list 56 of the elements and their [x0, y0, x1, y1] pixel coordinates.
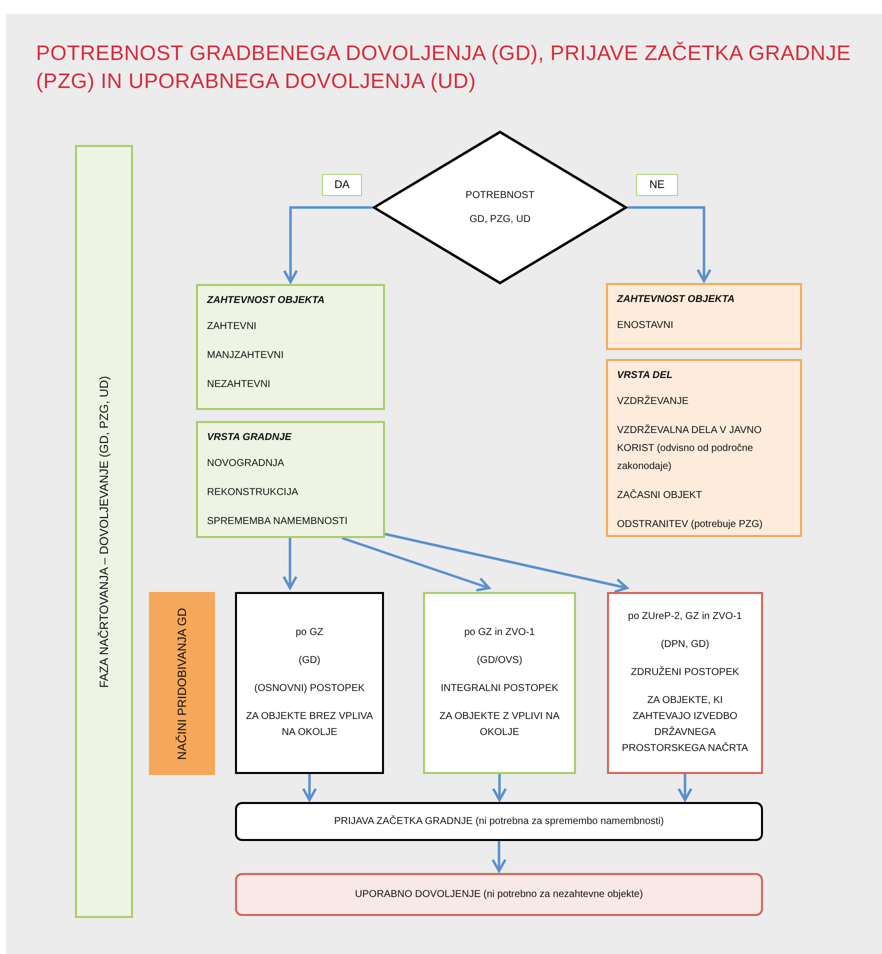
arrow — [678, 774, 692, 802]
box-text: ZA OBJEKTE Z VPLIVI NA OKOLJE — [438, 710, 561, 740]
list-item: NEZAHTEVNI — [207, 378, 272, 392]
box-text: PRIJAVA ZAČETKA GRADNJE (ni potrebna za spremembo namembnosti) — [334, 814, 664, 828]
list-item: NOVOGRADNJA — [207, 457, 286, 471]
side-band — [75, 145, 133, 918]
box-subtitle: (DPN, GD) — [660, 638, 710, 652]
band-label: FAZA NAČRTOVANJA – DOVOLJEVANJE (GD, PZG, UD) — [97, 376, 111, 688]
arrow — [342, 536, 490, 592]
process-box — [235, 592, 384, 774]
edge-label: NE — [636, 174, 678, 196]
box-heading: ZAHTEVNOST OBJEKTA — [207, 294, 326, 308]
box-heading: VRSTA DEL — [617, 369, 674, 383]
list-item: ODSTRANITEV (potrebuje PZG) — [617, 518, 764, 532]
arrow — [492, 774, 507, 802]
process-box — [235, 873, 763, 916]
edge-label: DA — [322, 174, 362, 196]
box-subtitle: po GZ — [296, 626, 324, 640]
box-subtitle: po GZ in ZVO-1 — [464, 626, 535, 640]
process-box — [607, 592, 763, 774]
arrow — [302, 774, 317, 802]
band-label: NAČINI PRIDOBIVANJA GD — [175, 608, 189, 760]
process-box — [423, 592, 576, 774]
process-box — [235, 802, 763, 841]
category-box — [196, 421, 385, 538]
box-subtitle: (GD) — [298, 654, 320, 668]
box-subtitle: (GD/OVS) — [476, 654, 522, 668]
box-subtitle: po ZUreP-2, GZ in ZVO-1 — [628, 610, 742, 624]
list-item: ZAČASNI OBJEKT — [617, 488, 704, 503]
list-item: ENOSTAVNI — [617, 319, 674, 333]
list-item: VZDRŽEVANJE — [617, 394, 690, 409]
list-item: VZDRŽEVALNA DELA V JAVNO KORIST (odvisno od področne zakonodaje) — [617, 423, 763, 474]
category-box — [606, 359, 802, 537]
title: POTREBNOST GRADBENEGA DOVOLJENJA (GD), PRIJAVE ZAČETKA GRADNJE (PZG) IN UPORABNEGA DOVOLJENJA (UD) — [36, 40, 852, 95]
box-text: ZA OBJEKTE, KI ZAHTEVAJO IZVEDBO DRŽAVNEGA PROSTORSKEGA NAČRTA — [620, 694, 750, 756]
arrow — [384, 532, 628, 593]
box-text: ZA OBJEKTE BREZ VPLIVA NA OKOLJE — [245, 710, 374, 740]
box-heading: ZAHTEVNOST OBJEKTA — [617, 293, 736, 307]
box-text: (OSNOVNI) POSTOPEK — [254, 682, 365, 696]
box-text: UPORABNO DOVOLJENJE (ni potrebno za nezahtevne objekte) — [355, 888, 643, 902]
list-item: REKONSTRUKCIJA — [207, 486, 300, 500]
arrow — [282, 538, 298, 590]
arrow — [492, 841, 506, 872]
category-box — [196, 284, 385, 410]
decision-diamond — [372, 130, 628, 285]
side-band — [149, 592, 215, 775]
list-item: SPREMEMBA NAMEMBNOSTI — [207, 515, 349, 529]
category-box — [606, 283, 802, 350]
arrow — [283, 206, 372, 284]
box-text: ZDRUŽENI POSTOPEK — [630, 665, 740, 680]
list-item: MANJZAHTEVNI — [207, 349, 285, 363]
box-heading: VRSTA GRADNJE — [207, 431, 293, 445]
arrow — [628, 206, 712, 282]
decision-label: POTREBNOST GD, PZG, UD — [464, 188, 536, 226]
list-item: ZAHTEVNI — [207, 320, 258, 334]
box-text: INTEGRALNI POSTOPEK — [440, 682, 558, 696]
